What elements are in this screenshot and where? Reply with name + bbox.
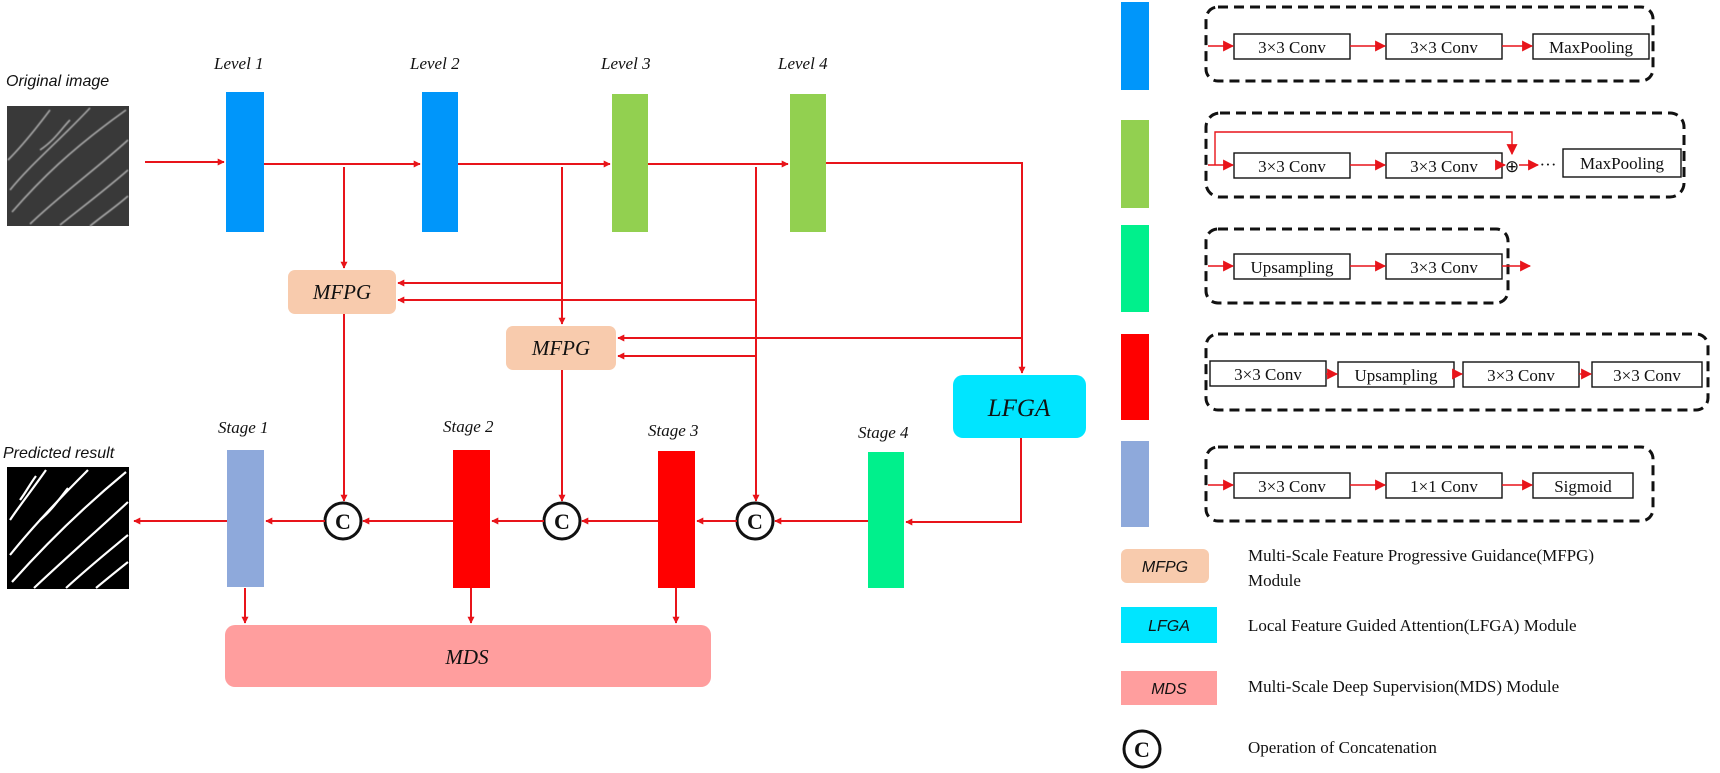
legend-mfpg-swatch [1121, 549, 1209, 583]
legend-mds: MDS Multi-Scale Deep Supervision(MDS) Mo… [1121, 671, 1559, 705]
concat-node-3: C [735, 501, 775, 541]
green-b1-text: 3×3 Conv [1258, 157, 1326, 176]
stage-3-label: Stage 3 [648, 421, 699, 440]
red-b1-text: 3×3 Conv [1234, 365, 1302, 384]
legend-lfga-swatch-label: LFGA [1148, 618, 1190, 635]
legend-lfga-text: Local Feature Guided Attention(LFGA) Mod… [1248, 616, 1577, 635]
legend-lfga: LFGA Local Feature Guided Attention(LFGA… [1121, 607, 1577, 643]
stage-1-label: Stage 1 [218, 418, 269, 437]
legend-mfpg: MFPG Multi-Scale Feature Progressive Gui… [1121, 546, 1594, 590]
legend-concat: C Operation of Concatenation [1122, 729, 1437, 769]
concat-2-glyph: C [554, 509, 570, 534]
legend-green-swatch [1121, 120, 1149, 208]
lavender-b1-text: 3×3 Conv [1258, 477, 1326, 496]
legend-blue-swatch [1121, 2, 1149, 90]
legend-mfpg-swatch-label: MFPG [1142, 559, 1188, 576]
level-2-block [422, 92, 458, 232]
level-3-block [612, 94, 648, 232]
mds-label: MDS [444, 645, 489, 669]
lavender-b1-box [1233, 472, 1351, 499]
legend-teal-swatch [1121, 225, 1149, 312]
stage-2-label: Stage 2 [443, 417, 494, 436]
green-block-detail: 3×3 Conv 3×3 Conv ⊕ ··· MaxPooling [1204, 111, 1686, 199]
green-add-operator: ⊕ [1505, 157, 1519, 176]
green-b1-box [1233, 152, 1351, 179]
green-b2-text: 3×3 Conv [1410, 157, 1478, 176]
legend-mfpg-text-1: Multi-Scale Feature Progressive Guidance… [1248, 546, 1594, 565]
teal-block-detail: Upsampling 3×3 Conv [1204, 227, 1532, 305]
predicted-result-label: Predicted result [3, 445, 115, 462]
green-b3-box [1562, 148, 1682, 178]
red-block-detail: 3×3 Conv Upsampling 3×3 Conv 3×3 Conv [1204, 332, 1710, 412]
level-2-label: Level 2 [409, 54, 460, 73]
green-ellipsis: ··· [1540, 155, 1557, 174]
concat-node-2: C [542, 501, 582, 541]
level-4-block [790, 94, 826, 232]
blue-b3-text: MaxPooling [1549, 38, 1634, 57]
blue-b1-text: 3×3 Conv [1258, 38, 1326, 57]
concat-1-glyph: C [335, 509, 351, 534]
concat-3-glyph: C [747, 509, 763, 534]
original-image [7, 106, 129, 227]
red-b3-text: 3×3 Conv [1487, 366, 1555, 385]
legend-lavender-swatch [1121, 441, 1149, 527]
stage-1-block [227, 450, 264, 587]
stage-2-block [453, 450, 490, 588]
legend-mds-text: Multi-Scale Deep Supervision(MDS) Module [1248, 677, 1559, 696]
green-b2-box [1385, 152, 1503, 179]
lavender-b2-box [1385, 472, 1503, 499]
lfga-label: LFGA [987, 395, 1051, 422]
blue-b2-box [1385, 33, 1503, 60]
mds-module: MDS [225, 625, 711, 687]
blue-b3-box [1532, 33, 1650, 60]
legend-concat-icon [1122, 729, 1162, 769]
level-1-block [226, 92, 264, 232]
red-b4-text: 3×3 Conv [1613, 366, 1681, 385]
mfpg-module-1: MFPG [288, 270, 396, 314]
lavender-block-detail: 3×3 Conv 1×1 Conv Sigmoid [1204, 445, 1655, 523]
lavender-b3-text: Sigmoid [1554, 477, 1612, 496]
legend-concat-text: Operation of Concatenation [1248, 738, 1437, 757]
legend-lfga-swatch [1121, 607, 1217, 643]
legend-red-swatch [1121, 334, 1149, 420]
red-b2-text: Upsampling [1354, 366, 1438, 385]
legend-mds-swatch [1121, 671, 1217, 705]
teal-b1-text: Upsampling [1250, 258, 1334, 277]
lavender-b2-text: 1×1 Conv [1410, 477, 1478, 496]
blue-b2-text: 3×3 Conv [1410, 38, 1478, 57]
original-image-label: Original image [6, 73, 109, 90]
teal-b2-text: 3×3 Conv [1410, 258, 1478, 277]
mfpg-2-label: MFPG [531, 336, 590, 360]
legend-mds-swatch-label: MDS [1151, 681, 1187, 698]
red-b1-box [1209, 360, 1327, 387]
mfpg-module-2: MFPG [506, 326, 616, 370]
mfpg-1-label: MFPG [312, 280, 371, 304]
blue-block-detail: 3×3 Conv 3×3 Conv MaxPooling [1204, 5, 1655, 83]
concat-node-1: C [323, 501, 363, 541]
lfga-module: LFGA [953, 375, 1086, 438]
level-1-label: Level 1 [213, 54, 264, 73]
level-4-label: Level 4 [777, 54, 828, 73]
stage-4-block [868, 452, 904, 588]
lavender-b3-box [1532, 472, 1634, 499]
stage-4-label: Stage 4 [858, 423, 909, 442]
predicted-result-image [7, 467, 129, 589]
level-3-label: Level 3 [600, 54, 651, 73]
red-b2-box [1337, 361, 1455, 388]
green-b3-text: MaxPooling [1580, 154, 1665, 173]
legend-mfpg-text-2: Module [1248, 571, 1301, 590]
arrow-lfga-to-stage4 [905, 438, 1022, 526]
legend-concat-glyph: C [1134, 737, 1150, 762]
stage-3-block [658, 451, 695, 588]
